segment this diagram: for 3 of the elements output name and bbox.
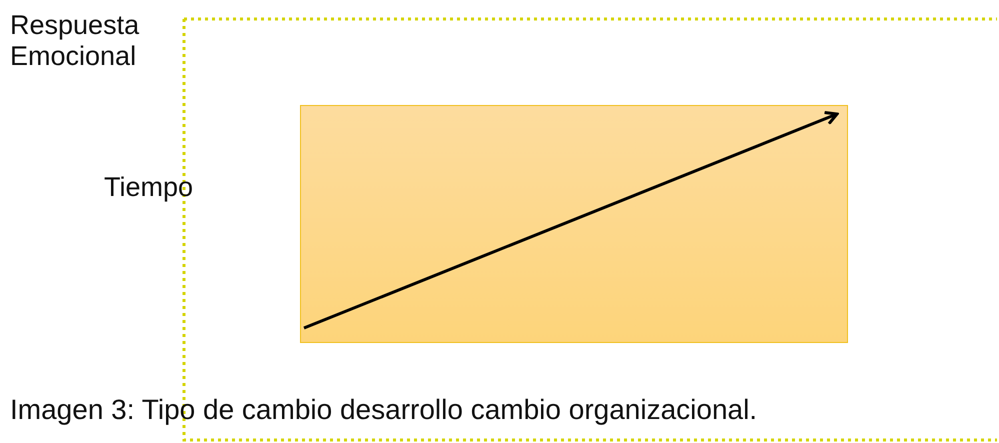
caption: Imagen 3: Tipo de cambio desarrollo cambio organizacional. [10, 394, 758, 425]
axis-label: Respuesta Emocional [10, 10, 140, 72]
axis-label: Tiempo [104, 172, 194, 203]
